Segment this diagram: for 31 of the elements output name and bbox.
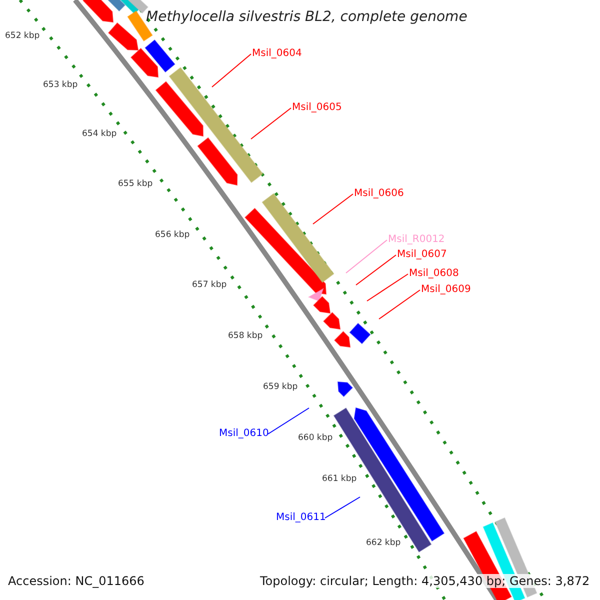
leader-line (312, 194, 354, 224)
leader-line (356, 254, 396, 286)
tick-label: 659 kbp (263, 382, 298, 392)
gene-label: Msil_0604 (252, 48, 302, 60)
leader-line (346, 240, 388, 274)
leader-line (268, 408, 310, 434)
tick-label: 657 kbp (192, 280, 227, 290)
tick-label: 661 kbp (322, 474, 357, 484)
tick-label: 654 kbp (82, 129, 117, 139)
gene-label: Msil_0606 (354, 188, 404, 200)
gene-label: Msil_0611 (276, 512, 326, 524)
title: Methylocella silvestris BL2, complete genome (146, 9, 468, 25)
leader-line (212, 54, 252, 88)
tick-label: 655 kbp (118, 179, 153, 189)
gene-label: Msil_0607 (397, 249, 447, 261)
gene-label: Msil_0609 (421, 284, 471, 296)
tick-label: 653 kbp (43, 80, 78, 90)
tick-label: 660 kbp (298, 433, 333, 443)
gene-label: Msil_0605 (292, 102, 342, 114)
gene-label: Msil_0608 (409, 268, 459, 280)
tick-label: 656 kbp (155, 230, 190, 240)
gene-label: Msil_R0012 (388, 234, 445, 246)
tick-label: 652 kbp (5, 31, 40, 41)
leader-line (324, 496, 360, 518)
footer-text: Accession: NC_011666 (6, 574, 146, 588)
gene-label: Msil_0610 (219, 428, 269, 440)
leader-line (378, 290, 420, 320)
leader-line (250, 108, 292, 140)
leader-line (366, 274, 408, 302)
tick-label: 658 kbp (228, 331, 263, 341)
tick-label: 662 kbp (366, 538, 401, 548)
